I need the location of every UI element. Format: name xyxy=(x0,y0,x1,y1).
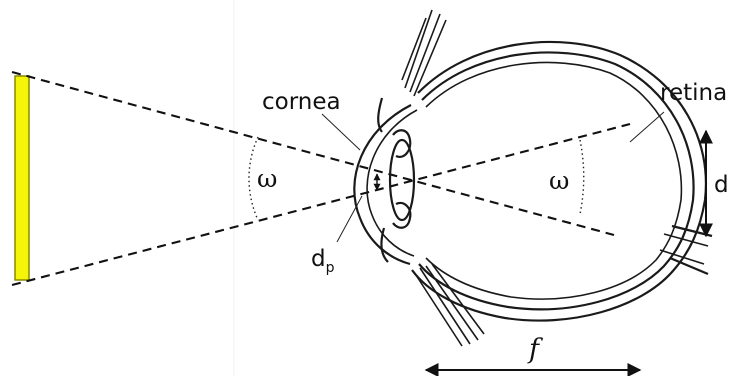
retina-leader xyxy=(629,111,665,143)
image-size-label: d xyxy=(714,172,729,198)
angle-arc-right xyxy=(579,139,585,215)
retina-label: retina xyxy=(660,80,727,106)
iris xyxy=(392,129,412,229)
dp-subscript: p xyxy=(326,260,335,276)
dp-leader xyxy=(336,195,363,243)
focal-length-label: f xyxy=(527,334,543,365)
ray-bottom xyxy=(11,122,631,287)
eyeball xyxy=(411,40,713,322)
omega-right-label: ω xyxy=(549,166,569,195)
angle-arc-left xyxy=(248,136,259,221)
cornea-leader xyxy=(321,113,361,151)
omega-left-label: ω xyxy=(257,164,277,193)
lens xyxy=(388,138,416,222)
pupil-diameter-label: dp xyxy=(311,246,335,276)
eyelashes-top xyxy=(377,9,447,133)
object-bar xyxy=(14,75,30,281)
cornea xyxy=(353,104,418,266)
cornea-label: cornea xyxy=(262,89,341,115)
dp-main: d xyxy=(311,246,326,272)
eyelashes-bottom xyxy=(380,227,485,347)
